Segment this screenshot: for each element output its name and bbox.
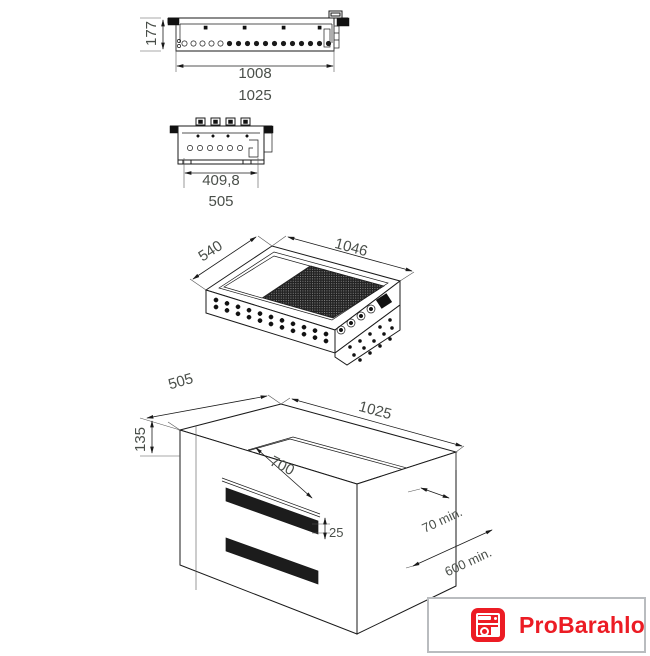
dim-label-135: 135 [132,427,149,452]
dim-label-1025-top: 1025 [238,87,271,104]
dim-label-177: 177 [143,21,160,46]
dim-1008: 1008 [175,25,335,82]
dim-label-505-side: 505 [208,193,233,210]
dim-label-409-8: 409,8 [202,172,240,189]
dim-label-1046: 1046 [333,235,370,260]
top-view-studs [203,25,322,30]
dim-177: 177 [140,17,165,52]
side-view-group: 409,8 505 [169,117,274,210]
top-view-hole-row [181,40,332,47]
iso-control-perforations [348,318,394,362]
dim-505-install: 505 [146,370,282,431]
dim-label-540: 540 [195,237,225,265]
dim-label-1008: 1008 [238,65,271,82]
side-view-connectors [195,117,251,126]
isometric-view-group: 540 1046 [189,235,415,366]
dim-1025-top: 1025 [238,87,271,104]
watermark-brand-text: ProBarahlo [519,611,645,638]
dim-409-8: 409,8 [183,158,259,189]
oven-icon [471,608,505,642]
installation-view-group: 505 135 1025 700 25 [132,370,494,635]
dim-505-side: 505 [208,193,233,210]
top-view-group: 177 1008 1025 [140,10,350,104]
dim-label-25: 25 [329,525,343,540]
iso-control-knobs [336,293,393,335]
dim-label-505-install: 505 [166,370,195,393]
dim-135: 135 [132,417,181,457]
watermark-badge: ProBarahlo [427,597,646,653]
side-view-hole-row [187,145,243,151]
iso-front-hole-row [213,297,329,344]
dim-25: 25 [312,517,343,540]
dim-label-1025-install: 1025 [357,398,394,423]
